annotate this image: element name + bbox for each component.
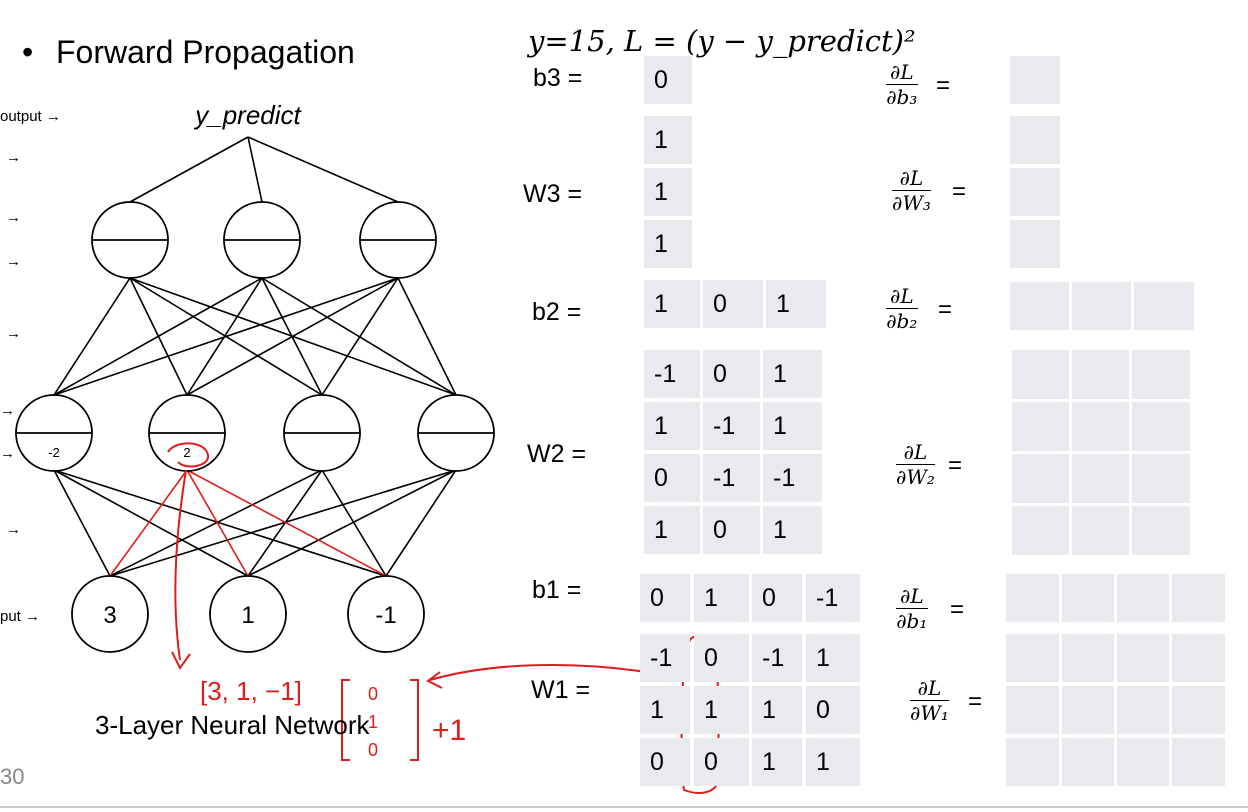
grad-W2-fraction: ∂L∂W₂: [896, 440, 935, 489]
b1-cell: -1: [806, 574, 860, 622]
svg-text:→: →: [6, 325, 21, 342]
layer2-input-edges: [53, 469, 457, 577]
loss-formula: y=15, L = (y − y_predict)²: [528, 24, 916, 58]
W2-cell: 1: [644, 402, 700, 450]
grad-b1-eq: =: [950, 596, 965, 623]
caption: 3-Layer Neural Network: [95, 710, 370, 740]
b1-label: b1 =: [532, 576, 582, 604]
arrow-head: [171, 651, 191, 670]
W1-label: W1 =: [531, 676, 591, 704]
arrow-line: [174, 469, 187, 661]
W2-cell: 1: [644, 506, 700, 554]
svg-text:→: →: [6, 149, 21, 166]
input-value: 1: [241, 602, 254, 629]
network-diagram: -2 2 3 1 -1 y_predict output → put → →→→…: [0, 100, 495, 706]
grad-W1-eq: =: [968, 688, 983, 715]
grad-b2-fraction: ∂L∂b₂: [886, 284, 918, 333]
grad-W3-fraction: ∂L∂W₃: [892, 166, 931, 215]
svg-text:→: →: [6, 521, 21, 538]
b3-cell: 0: [644, 56, 692, 104]
b2-cell: 0: [703, 280, 763, 328]
input-node: [209, 575, 287, 653]
W3-cell: 1: [644, 116, 692, 164]
W2-cell: -1: [703, 402, 760, 450]
W1-cell: 0: [694, 634, 749, 682]
W1-cell: 1: [752, 738, 802, 786]
grad-b1-fraction: ∂L∂b₁: [896, 584, 928, 633]
grad-W3-eq: =: [952, 178, 967, 205]
input-value: -1: [375, 602, 396, 629]
b1-cell: 0: [640, 574, 690, 622]
grad-b3-fraction: ∂L∂b₃: [886, 60, 918, 109]
svg-text:→: →: [0, 445, 15, 462]
W1-cell: 1: [806, 738, 860, 786]
W1-cell: -1: [752, 634, 802, 682]
grad-b2-eq: =: [938, 296, 953, 323]
W3-label: W3 =: [523, 180, 583, 208]
W1-cell: 0: [640, 738, 690, 786]
W2-cell: 1: [763, 402, 822, 450]
b2-cell: 1: [766, 280, 826, 328]
output-label: y_predict: [193, 100, 302, 130]
grad-b3-eq: =: [936, 72, 951, 99]
W1-cell: 0: [806, 686, 860, 734]
title-text: Forward Propagation: [56, 34, 355, 70]
W3-cell: 1: [644, 168, 692, 216]
b2-label: b2 =: [532, 298, 582, 326]
W2-cell: 0: [703, 350, 760, 398]
svg-text:→: →: [0, 402, 15, 419]
b3-label: b3 =: [533, 64, 583, 92]
W2-cell: -1: [763, 454, 822, 502]
b2-cell: 1: [644, 280, 700, 328]
slide-number: 30: [0, 764, 25, 789]
b1-cell: 1: [694, 574, 749, 622]
layer2-annotation: 2: [183, 445, 190, 460]
bullet-icon: •: [22, 34, 34, 70]
W2-label: W2 =: [527, 440, 587, 468]
side-label-output: output →: [0, 108, 61, 125]
layer2-annotation: -2: [48, 445, 60, 460]
layer3-nodes: [91, 201, 437, 279]
highlighted-edges: [109, 469, 387, 577]
b1-cell: 0: [752, 574, 802, 622]
W2-cell: -1: [703, 454, 760, 502]
W2-cell: 1: [763, 350, 822, 398]
W2-cell: 0: [644, 454, 700, 502]
handwritten-vector: [3, 1, −1]: [200, 676, 302, 706]
W2-cell: -1: [644, 350, 700, 398]
W3-cell: 1: [644, 220, 692, 268]
input-value: 3: [103, 602, 116, 629]
W2-cell: 1: [763, 506, 822, 554]
W1-cell: -1: [640, 634, 690, 682]
grad-W2-eq: =: [948, 452, 963, 479]
slide-title: • Forward Propagation: [22, 34, 355, 71]
layer2-nodes: [15, 394, 495, 472]
input-node: [347, 575, 425, 653]
svg-text:→: →: [6, 253, 21, 270]
circle-mark: [167, 442, 210, 468]
handwritten-annotation: [167, 442, 210, 670]
W2-cell: 0: [703, 506, 760, 554]
W1-cell: 1: [694, 686, 749, 734]
input-nodes: [71, 575, 425, 653]
svg-text:→: →: [6, 209, 21, 226]
bottom-divider: [0, 806, 1248, 808]
W1-cell: 1: [752, 686, 802, 734]
W1-cell: 0: [694, 738, 749, 786]
W1-cell: 1: [806, 634, 860, 682]
W1-cell: 1: [640, 686, 690, 734]
side-label-input: put →: [0, 608, 40, 625]
layer3-layer2-edges: [53, 277, 457, 396]
grad-W1-fraction: ∂L∂W₁: [910, 676, 949, 725]
input-node: [71, 575, 149, 653]
side-arrows: → → → → → → →: [0, 149, 21, 538]
